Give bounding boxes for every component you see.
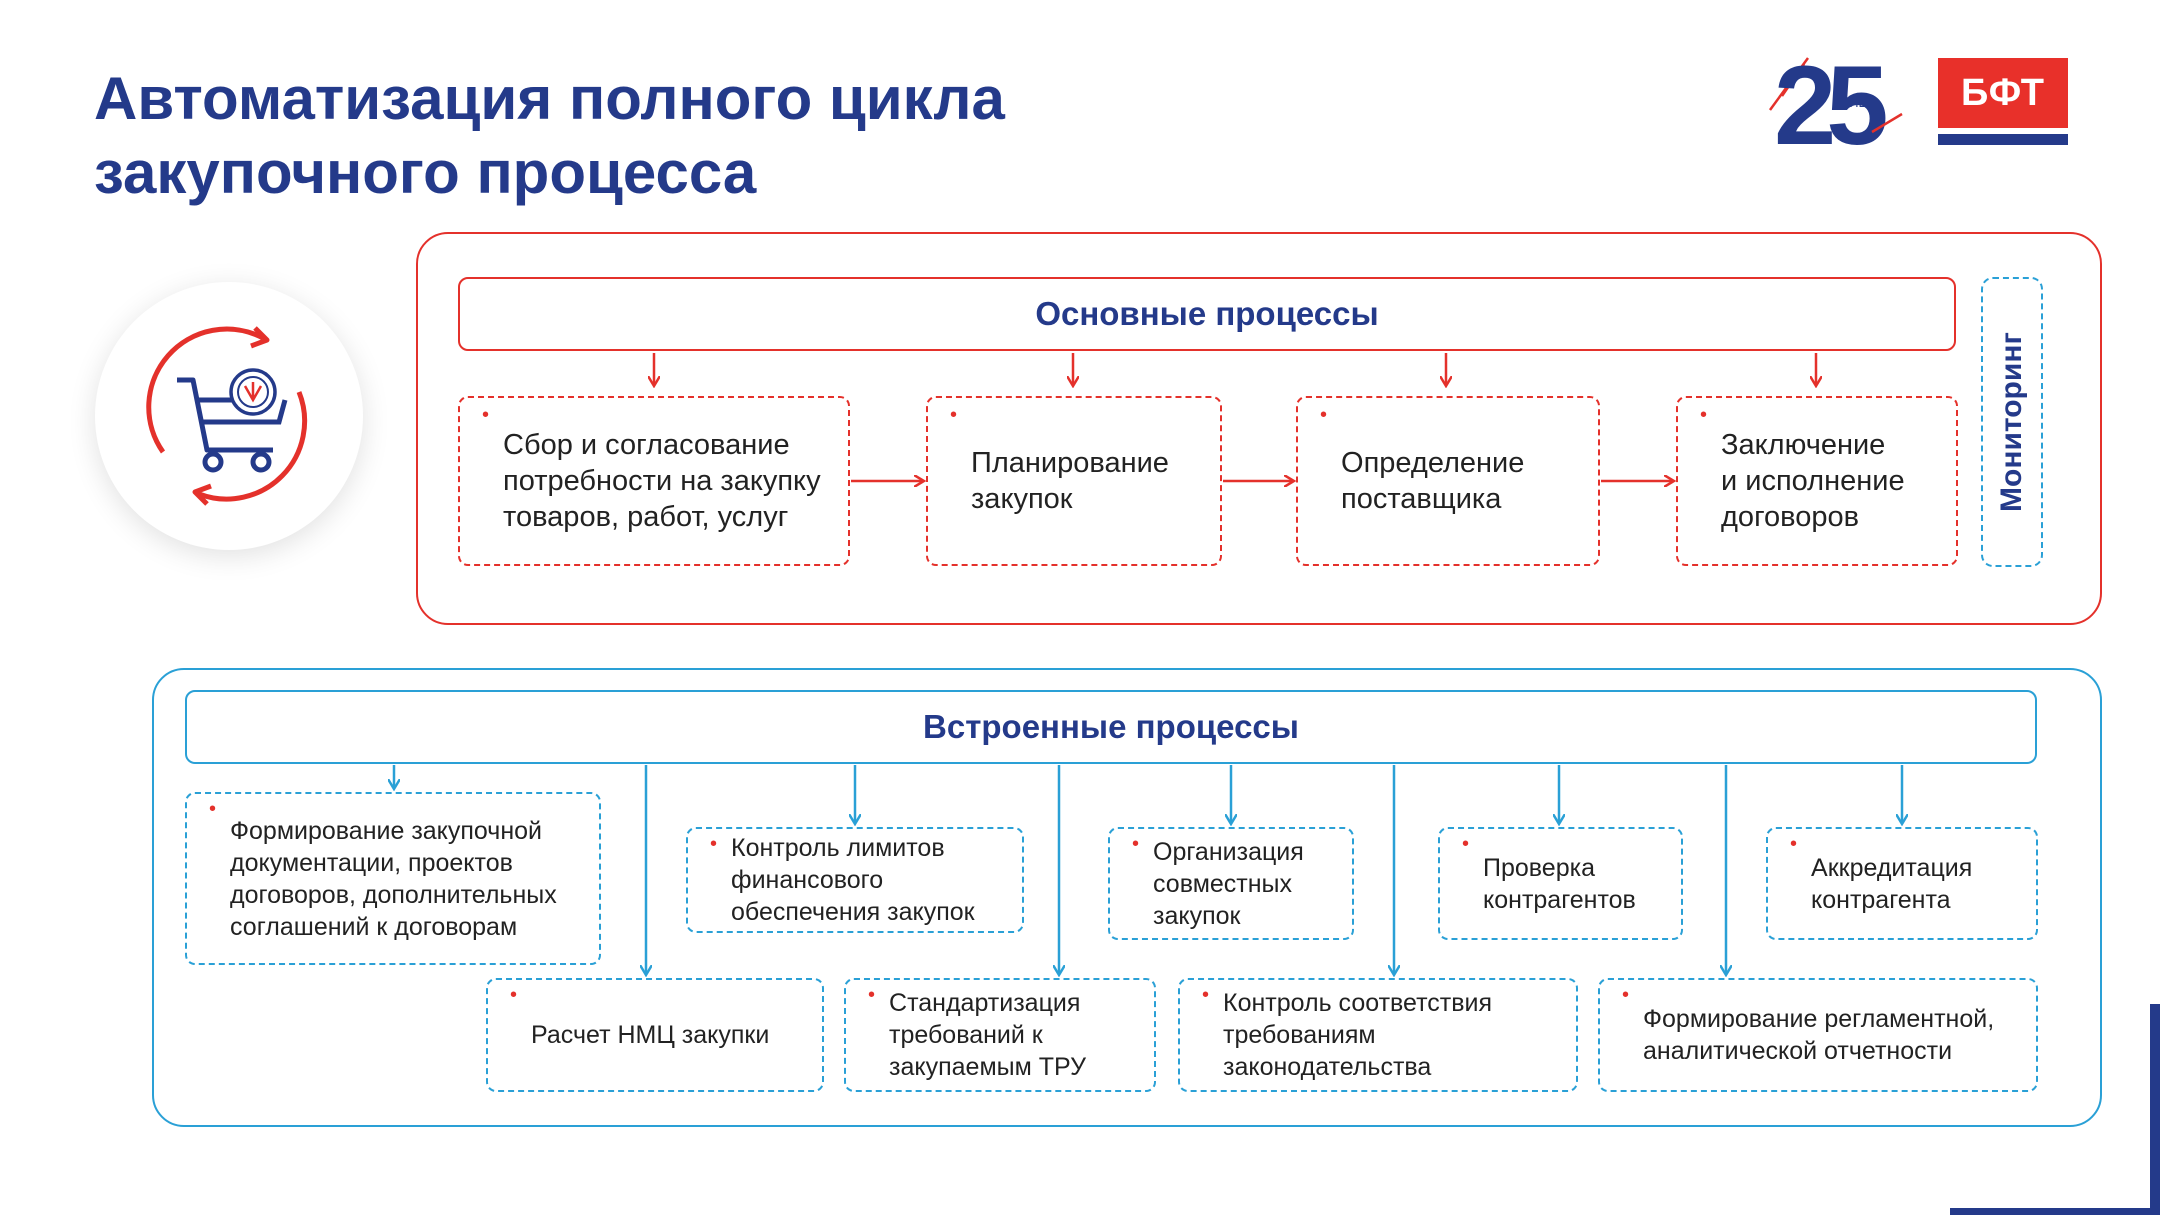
embedded-bottom-3-label: Контроль соответствия требованиям законо…	[1223, 989, 1493, 1081]
embedded-top-1-label: Формирование закупочной документации, пр…	[230, 816, 557, 941]
bullet-icon: •	[950, 404, 958, 426]
company-logo-text: БФТ	[1960, 71, 2045, 114]
embedded-top-5-label: Аккредитация контрагента	[1811, 853, 1973, 914]
main-step-3: • Определение поставщика	[1296, 396, 1600, 566]
bullet-icon: •	[1622, 984, 1630, 1006]
corner-accent-vertical	[2150, 1004, 2160, 1215]
bullet-icon: •	[510, 984, 518, 1006]
bullet-icon: •	[1790, 833, 1798, 855]
company-logo-underline	[1938, 134, 2068, 145]
main-step-4-label: Заключение и исполнение договоров	[1721, 429, 1905, 533]
main-step-2: • Планирование закупок	[926, 396, 1222, 566]
corner-accent-horizontal	[1950, 1208, 2160, 1215]
main-step-1-label: Сбор и согласование потребности на закуп…	[503, 429, 821, 533]
anniversary-logo: 25 ЛЕТ	[1768, 44, 1903, 152]
embedded-processes-group	[152, 668, 2102, 1127]
embedded-top-4: • Проверка контрагентов	[1438, 827, 1683, 940]
bullet-icon: •	[1462, 833, 1470, 855]
page-title: Автоматизация полного цикла закупочного …	[94, 62, 1194, 210]
main-step-4: • Заключение и исполнение договоров	[1676, 396, 1958, 566]
embedded-top-2: • Контроль лимитов финансового обеспечен…	[686, 827, 1024, 933]
embedded-top-4-label: Проверка контрагентов	[1483, 853, 1636, 914]
main-step-2-label: Планирование закупок	[971, 447, 1169, 515]
anniversary-word: ЛЕТ	[1850, 95, 1875, 110]
embedded-bottom-3: • Контроль соответствия требованиям зако…	[1178, 978, 1578, 1092]
main-step-3-label: Определение поставщика	[1341, 447, 1525, 515]
embedded-bottom-4: • Формирование регламентной, аналитическ…	[1598, 978, 2038, 1092]
embedded-top-5: • Аккредитация контрагента	[1766, 827, 2038, 940]
embedded-bottom-2-label: Стандартизация требований к закупаемым Т…	[889, 989, 1087, 1081]
embedded-bottom-1-label: Расчет НМЦ закупки	[531, 1021, 770, 1049]
main-step-1: • Сбор и согласование потребности на зак…	[458, 396, 850, 566]
main-processes-header-label: Основные процессы	[1035, 295, 1379, 332]
bullet-icon: •	[209, 798, 217, 820]
embedded-processes-header-label: Встроенные процессы	[923, 708, 1299, 745]
bullet-icon: •	[1320, 404, 1328, 426]
bullet-icon: •	[1132, 833, 1140, 855]
anniversary-number: 25	[1774, 44, 1886, 152]
main-processes-group	[416, 232, 2102, 625]
embedded-processes-header: Встроенные процессы	[185, 690, 2037, 764]
embedded-top-3: • Организация совместных закупок	[1108, 827, 1354, 940]
monitoring-box: Мониторинг	[1981, 277, 2043, 567]
embedded-down-arrows	[394, 765, 1902, 975]
main-processes-header: Основные процессы	[458, 277, 1956, 351]
embedded-bottom-2: • Стандартизация требований к закупаемым…	[844, 978, 1156, 1092]
embedded-top-2-label: Контроль лимитов финансового обеспечения…	[731, 834, 975, 926]
bullet-icon: •	[1202, 984, 1210, 1006]
company-logo: БФТ	[1938, 58, 2068, 128]
page-title-line-2: закупочного процесса	[94, 139, 757, 206]
bullet-icon: •	[868, 984, 876, 1006]
embedded-top-3-label: Организация совместных закупок	[1153, 837, 1304, 930]
bullet-icon: •	[1700, 404, 1708, 426]
bullet-icon: •	[710, 833, 718, 855]
icon-badge	[95, 282, 363, 550]
page-title-line-1: Автоматизация полного цикла	[94, 65, 1005, 132]
bullet-icon: •	[482, 404, 490, 426]
embedded-bottom-1: • Расчет НМЦ закупки	[486, 978, 824, 1092]
embedded-top-1: • Формирование закупочной документации, …	[185, 792, 601, 965]
embedded-bottom-4-label: Формирование регламентной, аналитической…	[1643, 1005, 1995, 1065]
main-down-arrows	[654, 353, 1816, 386]
shopping-cart-cycle-icon	[146, 326, 308, 506]
